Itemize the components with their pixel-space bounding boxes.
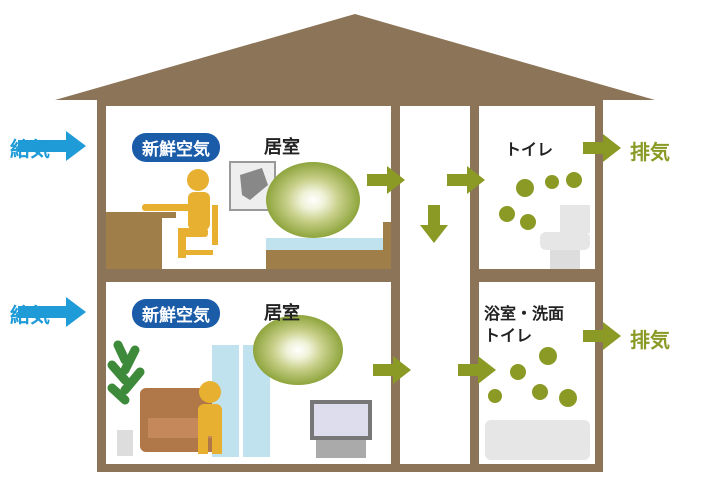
exhaust-label-lower: 排気: [630, 328, 670, 352]
supply-label-upper: 給気: [10, 137, 50, 161]
fresh-air-badge-upper: 新鮮空気: [132, 133, 220, 162]
fresh-air-badge-lower: 新鮮空気: [132, 299, 220, 328]
room-label-lower: 居室: [264, 303, 300, 324]
bed: [266, 222, 391, 269]
tv: [310, 400, 372, 458]
supply-label-lower: 給気: [10, 303, 50, 327]
person-at-desk: [142, 169, 218, 258]
plant: [107, 340, 145, 456]
odor-cloud-lower: [253, 315, 343, 385]
bath-label-line1: 浴室・洗面: [484, 304, 565, 323]
desk: [106, 212, 176, 269]
odor-cloud-upper: [266, 162, 360, 238]
bathtub: [485, 420, 590, 460]
odor-puffs: [488, 172, 582, 407]
exhaust-label-upper: 排気: [630, 140, 670, 164]
room-label-upper: 居室: [264, 137, 300, 158]
toilet-upper: [540, 205, 590, 269]
sitting-person: [198, 381, 222, 454]
bath-label-line2: トイレ: [484, 326, 533, 345]
toilet-label: トイレ: [505, 140, 554, 159]
